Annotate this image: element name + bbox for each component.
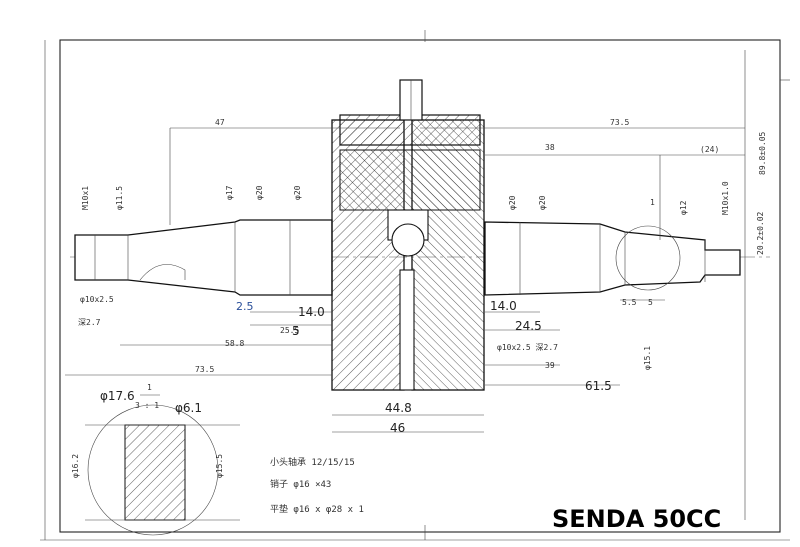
detail-scale: 3 : 1: [135, 401, 159, 410]
note-washer: 平垫 φ16 x φ28 x 1: [270, 503, 364, 515]
dim-15-5: φ15.5: [215, 454, 224, 478]
dim-17: φ17: [225, 185, 234, 200]
handwritten-annotations: 14.0 2.5 5 14.0 24.5 61.5 φ17.6 φ6.1 44.…: [100, 299, 612, 435]
dim-20-left-2: φ20: [293, 185, 302, 200]
note-pin: 销子 φ16 ×43: [270, 478, 331, 490]
dim-1: 1: [650, 198, 655, 207]
dim-m10: M10x1: [81, 186, 90, 210]
detail-label-number: 1: [147, 383, 152, 392]
dim-20-left: φ20: [255, 185, 264, 200]
dim-11-5: φ11.5: [115, 186, 124, 210]
dim-m10-right: M10x1.0: [721, 181, 730, 215]
dim-5: 5: [648, 298, 653, 307]
hand-61-5: 61.5: [585, 379, 612, 393]
dimension-lines: [65, 127, 745, 433]
right-shaft: [484, 221, 741, 296]
dim-73-5-bottom: 73.5: [195, 365, 214, 374]
note-small-end-bearing: 小头轴承 12/15/15: [270, 456, 355, 468]
dimension-labels: 47 73.5 38 (24) 89.8±0.05 20.2±0.02 M10x…: [71, 118, 767, 478]
dim-10x2-5-right: φ10x2.5 深2.7: [497, 343, 558, 352]
hand-17-6: φ17.6: [100, 389, 135, 403]
detail-label: 1 3 : 1: [135, 383, 159, 410]
dim-12: φ12: [679, 200, 688, 215]
dim-58: 58.8: [225, 339, 244, 348]
dim-deep-left: 深2.7: [78, 318, 101, 327]
dim-89-8: 89.8±0.05: [758, 131, 767, 175]
dim-20-right-2: φ20: [538, 195, 547, 210]
dim-20-2: 20.2±0.02: [756, 211, 765, 255]
dim-24: (24): [700, 145, 719, 154]
hand-24-5: 24.5: [515, 319, 542, 333]
dim-47: 47: [215, 118, 225, 127]
dim-20-right: φ20: [508, 195, 517, 210]
dim-5-5: 5.5: [622, 298, 637, 307]
dim-15: φ15.1: [643, 346, 652, 370]
connecting-rod-top: [399, 79, 423, 121]
dim-16-2: φ16.2: [71, 454, 80, 478]
hand-6-1: φ6.1: [175, 401, 202, 415]
brand-label: SENDA 50CC: [552, 505, 721, 533]
dim-10x2-5-left: φ10x2.5: [80, 295, 114, 304]
drawing-frame: [40, 30, 790, 541]
crank-webs: [331, 114, 485, 391]
hand-2-5: 2.5: [236, 300, 254, 313]
detail-view: [85, 394, 240, 536]
hand-5: 5: [292, 324, 300, 338]
dim-39: 39: [545, 361, 555, 370]
dim-73-5-top: 73.5: [610, 118, 629, 127]
hand-14-left: 14.0: [298, 305, 325, 319]
hand-44-8: 44.8: [385, 401, 412, 415]
dim-38: 38: [545, 143, 555, 152]
hand-14-right: 14.0: [490, 299, 517, 313]
notes: 小头轴承 12/15/15 销子 φ16 ×43 平垫 φ16 x φ28 x …: [270, 456, 364, 515]
hand-46: 46: [390, 421, 405, 435]
left-shaft: [74, 219, 333, 296]
dim-25-5-left: 25.5: [280, 326, 299, 335]
